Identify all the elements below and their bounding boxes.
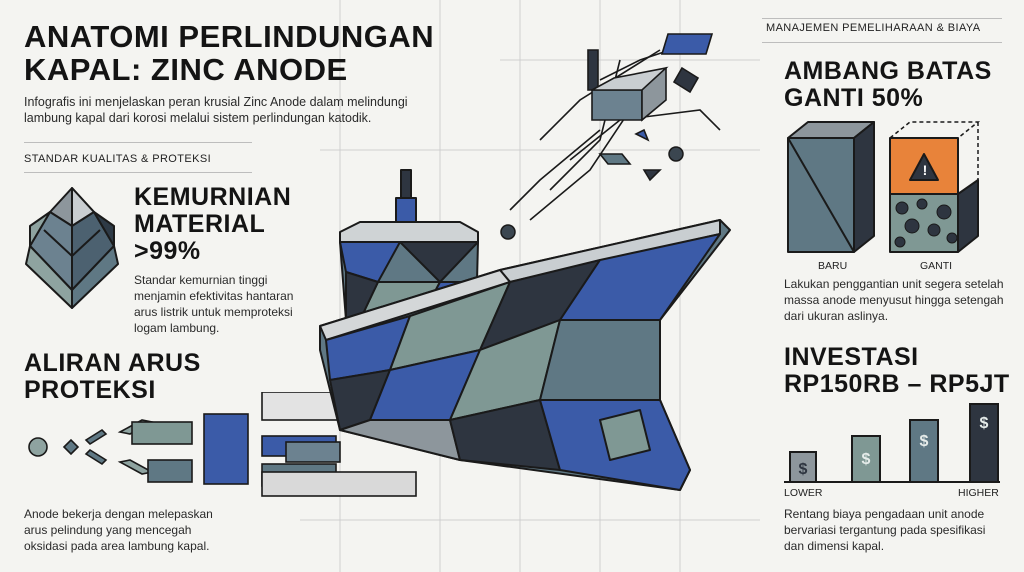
threshold-text: Lakukan penggantian unit segera setelah … — [784, 277, 1004, 323]
intro-text: Infografis ini menjelaskan peran krusial… — [24, 95, 408, 125]
quality-section-label: STANDAR KUALITAS & PROTEKSI — [24, 153, 212, 165]
threshold-heading: AMBANG BATAS GANTI 50% — [784, 57, 992, 112]
ship-hull-illustration — [319, 33, 731, 491]
lower-label: LOWER — [784, 487, 823, 499]
divider — [762, 18, 1002, 19]
purity-text: Standar kemurnian tinggi menjamin efekti… — [134, 273, 294, 335]
anode-comparison-graphic: ! — [787, 121, 981, 253]
investment-heading: INVESTASI RP150RB – RP5JT — [784, 343, 1010, 398]
replace-label: GANTI — [920, 260, 953, 272]
cost-bar-mid — [851, 435, 881, 483]
svg-text:!: ! — [923, 162, 928, 178]
divider — [24, 142, 252, 143]
circuit-lines — [509, 39, 721, 221]
dollar-icon: $ — [920, 433, 929, 450]
flow-dot — [28, 437, 48, 457]
investment-text: Rentang biaya pengadaan unit anode berva… — [784, 507, 986, 553]
maintenance-section-label: MANAJEMEN PEMELIHARAAN & BIAYA — [766, 22, 981, 34]
current-flow-graphic — [28, 392, 417, 497]
dollar-icon: $ — [862, 451, 871, 468]
new-label: BARU — [818, 260, 848, 272]
cost-bar-upper — [909, 419, 939, 483]
warning-icon — [909, 153, 939, 181]
flow-heading: ALIRAN ARUS PROTEKSI — [24, 349, 201, 404]
purity-heading: KEMURNIAN MATERIAL >99% — [134, 183, 292, 265]
dollar-icon: $ — [980, 415, 989, 432]
cost-bars-graphic: $ $ $ $ — [784, 403, 1000, 483]
crystal-purity-icon — [25, 187, 119, 309]
page-title: ANATOMI PERLINDUNGAN KAPAL: ZINC ANODE — [24, 19, 435, 87]
cost-bar-low — [789, 451, 817, 483]
divider — [762, 42, 1002, 43]
higher-label: HIGHER — [958, 487, 999, 499]
cost-bar-high — [969, 403, 999, 483]
flow-text: Anode bekerja dengan melepaskan arus pel… — [24, 507, 213, 553]
dollar-icon: $ — [799, 461, 808, 478]
divider — [24, 172, 252, 173]
circuit-node-dot — [500, 224, 516, 240]
